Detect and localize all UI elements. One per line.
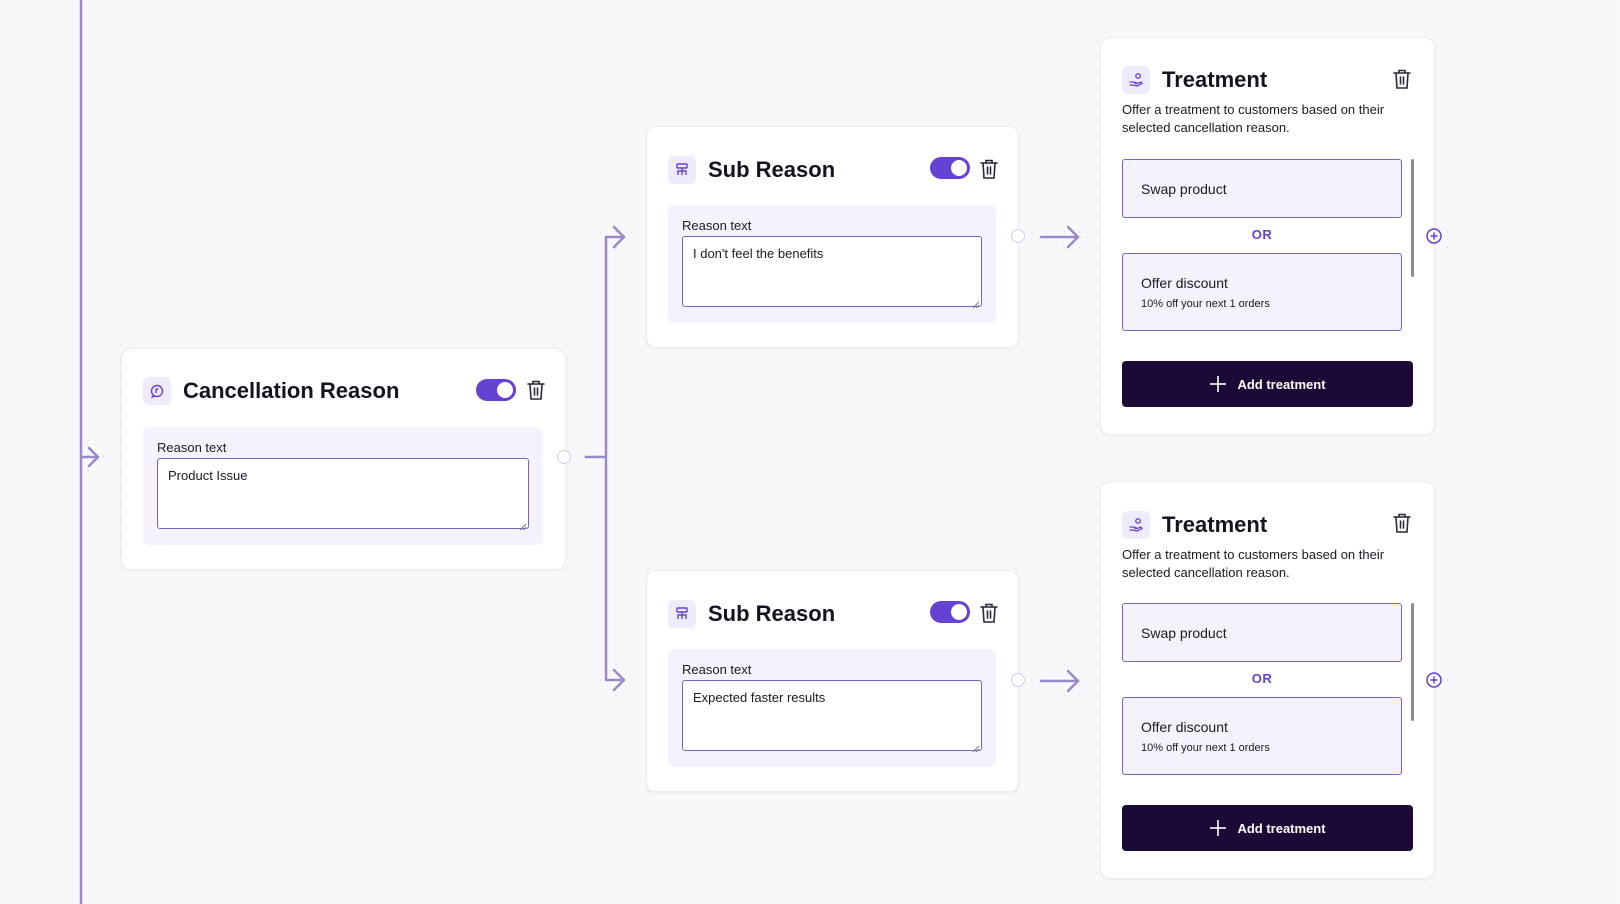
output-port[interactable] bbox=[1011, 229, 1025, 243]
toggle-knob bbox=[951, 604, 967, 620]
options-scrollbar[interactable] bbox=[1411, 603, 1414, 721]
node-title: Sub Reason bbox=[708, 601, 836, 626]
option-title: Offer discount bbox=[1141, 719, 1228, 735]
node-title: Cancellation Reason bbox=[183, 378, 400, 403]
hierarchy-icon bbox=[668, 156, 696, 184]
treatment-node: Treatment Offer a treatment to customers… bbox=[1100, 37, 1435, 435]
reason-text-input[interactable]: I don't feel the benefits bbox=[682, 236, 982, 309]
add-treatment-label: Add treatment bbox=[1237, 820, 1326, 836]
node-title: Sub Reason bbox=[708, 157, 836, 182]
treatment-description: Offer a treatment to customers based on … bbox=[1122, 102, 1385, 135]
hierarchy-icon bbox=[668, 600, 696, 628]
plus-icon bbox=[1209, 375, 1227, 393]
sub-reason-node: Sub Reason Reason text I don't feel the … bbox=[646, 126, 1019, 348]
add-treatment-label: Add treatment bbox=[1237, 376, 1326, 392]
reason-field-group: Reason text Expected faster results bbox=[668, 649, 996, 767]
field-label: Reason text bbox=[157, 440, 227, 455]
resize-handle[interactable] bbox=[519, 519, 527, 531]
resize-handle[interactable] bbox=[972, 297, 980, 309]
field-label: Reason text bbox=[682, 662, 752, 677]
node-enabled-toggle[interactable] bbox=[930, 157, 970, 179]
node-title: Treatment bbox=[1162, 512, 1268, 537]
option-subtitle: 10% off your next 1 orders bbox=[1141, 298, 1270, 310]
reason-text-input[interactable]: Expected faster results bbox=[682, 680, 982, 753]
resize-handle[interactable] bbox=[972, 741, 980, 753]
hand-coin-icon bbox=[1122, 66, 1150, 94]
trash-icon[interactable] bbox=[526, 379, 546, 401]
chat-bubble-icon bbox=[143, 377, 171, 405]
node-enabled-toggle[interactable] bbox=[476, 379, 516, 401]
node-enabled-toggle[interactable] bbox=[930, 601, 970, 623]
toggle-knob bbox=[497, 382, 513, 398]
or-separator: OR bbox=[1251, 671, 1273, 686]
trash-icon[interactable] bbox=[979, 158, 999, 180]
treatment-option-offer-discount[interactable]: Offer discount 10% off your next 1 order… bbox=[1122, 697, 1402, 775]
option-title: Swap product bbox=[1141, 181, 1227, 197]
or-separator: OR bbox=[1251, 227, 1273, 242]
trash-icon[interactable] bbox=[979, 602, 999, 624]
hand-coin-icon bbox=[1122, 511, 1150, 539]
reason-text-input[interactable]: Product Issue bbox=[157, 458, 529, 531]
option-subtitle: 10% off your next 1 orders bbox=[1141, 742, 1270, 754]
treatment-description: Offer a treatment to customers based on … bbox=[1122, 547, 1385, 580]
add-treatment-button[interactable]: Add treatment bbox=[1122, 361, 1413, 407]
trash-icon[interactable] bbox=[1392, 512, 1412, 534]
option-title: Swap product bbox=[1141, 625, 1227, 641]
field-label: Reason text bbox=[682, 218, 752, 233]
add-treatment-button[interactable]: Add treatment bbox=[1122, 805, 1413, 851]
reason-field-group: Reason text Product Issue bbox=[143, 427, 543, 545]
output-port[interactable] bbox=[1011, 673, 1025, 687]
options-scrollbar[interactable] bbox=[1411, 159, 1414, 277]
treatment-node: Treatment Offer a treatment to customers… bbox=[1100, 481, 1435, 879]
node-title: Treatment bbox=[1162, 67, 1268, 92]
treatment-option-offer-discount[interactable]: Offer discount 10% off your next 1 order… bbox=[1122, 253, 1402, 331]
sub-reason-node: Sub Reason Reason text Expected faster r… bbox=[646, 570, 1019, 792]
cancellation-reason-node: Cancellation Reason Reason text Product … bbox=[121, 348, 566, 570]
reason-field-group: Reason text I don't feel the benefits bbox=[668, 205, 996, 323]
treatment-option-swap-product[interactable]: Swap product bbox=[1122, 603, 1402, 662]
option-title: Offer discount bbox=[1141, 275, 1228, 291]
add-branch-plus-icon[interactable] bbox=[1426, 228, 1442, 244]
treatment-option-swap-product[interactable]: Swap product bbox=[1122, 159, 1402, 218]
plus-icon bbox=[1209, 819, 1227, 837]
add-branch-plus-icon[interactable] bbox=[1426, 672, 1442, 688]
toggle-knob bbox=[951, 160, 967, 176]
output-port[interactable] bbox=[557, 450, 571, 464]
trash-icon[interactable] bbox=[1392, 68, 1412, 90]
